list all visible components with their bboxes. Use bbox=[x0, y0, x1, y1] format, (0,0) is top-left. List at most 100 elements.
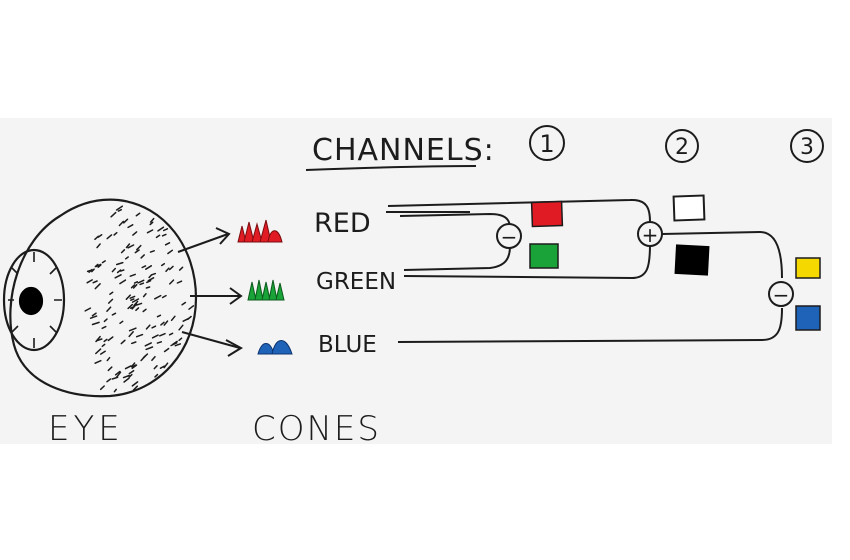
retina-tick bbox=[91, 268, 95, 273]
retina-tick bbox=[168, 332, 174, 336]
retina-tick bbox=[111, 312, 117, 316]
retina-tick bbox=[120, 249, 126, 254]
retina-tick bbox=[167, 249, 174, 255]
swatch-yellow bbox=[795, 257, 821, 279]
retina-tick bbox=[131, 381, 139, 387]
retina-tick bbox=[135, 307, 140, 312]
retina-tick bbox=[133, 300, 139, 307]
retina-tick bbox=[146, 279, 152, 284]
retina-tick bbox=[145, 265, 153, 270]
retina-tick bbox=[149, 250, 155, 253]
retina-tick bbox=[128, 327, 137, 332]
retina-tick bbox=[130, 362, 136, 368]
svg-text:3: 3 bbox=[800, 135, 814, 160]
channel-number-3: 3 bbox=[790, 129, 824, 163]
svg-text:1: 1 bbox=[539, 130, 554, 158]
retina-tick bbox=[132, 231, 138, 236]
arrow-icon bbox=[177, 227, 244, 357]
retina-tick bbox=[159, 332, 166, 337]
retina-tick bbox=[188, 305, 195, 310]
retina-tick bbox=[101, 343, 106, 348]
retina-tick bbox=[178, 324, 184, 331]
retina-tick bbox=[145, 324, 151, 330]
retina-tick bbox=[89, 315, 98, 319]
retina-tick bbox=[125, 294, 131, 300]
retina-tick bbox=[135, 212, 141, 217]
retina-tick bbox=[139, 282, 145, 286]
label-cones: CONES bbox=[252, 409, 381, 449]
retina-tick bbox=[95, 263, 102, 268]
retina-tick bbox=[142, 293, 147, 298]
retina-tick bbox=[128, 369, 135, 375]
retina-tick bbox=[95, 348, 102, 355]
retina-tick bbox=[160, 262, 166, 267]
label-green: GREEN bbox=[316, 269, 396, 295]
retina-tick bbox=[150, 272, 157, 276]
retina-tick bbox=[147, 277, 155, 282]
retina-tick bbox=[106, 234, 113, 240]
retina-tick bbox=[124, 256, 129, 260]
retina-tick bbox=[111, 267, 117, 273]
retina-tick bbox=[131, 298, 140, 303]
retina-tick bbox=[127, 303, 134, 310]
retina-tick bbox=[119, 320, 124, 325]
retina-tick bbox=[127, 224, 134, 229]
retina-tick bbox=[144, 342, 152, 347]
retina-tick bbox=[115, 205, 124, 211]
retina-tick bbox=[99, 385, 105, 391]
svg-text:2: 2 bbox=[675, 135, 689, 160]
retina-tick bbox=[168, 265, 174, 271]
retina-tick bbox=[131, 303, 138, 310]
retina-tick bbox=[141, 265, 147, 269]
retina-tick bbox=[132, 283, 138, 289]
retina-tick bbox=[122, 374, 130, 379]
retina-tick bbox=[129, 306, 135, 309]
channel-number-2: 2 bbox=[665, 129, 699, 163]
retina-tick bbox=[130, 284, 136, 289]
retina-tick bbox=[134, 249, 140, 254]
retina-tick bbox=[111, 376, 119, 380]
retina-tick bbox=[91, 312, 97, 317]
retina-tick bbox=[124, 365, 132, 370]
retina-tick bbox=[116, 269, 122, 274]
retina-tick bbox=[106, 378, 112, 383]
retina-tick bbox=[94, 283, 101, 290]
svg-text:−: − bbox=[773, 283, 790, 307]
label-blue: BLUE bbox=[318, 332, 377, 358]
retina-tick bbox=[94, 359, 102, 364]
retina-tick bbox=[132, 385, 139, 391]
retina-tick bbox=[114, 370, 121, 376]
retina-tick bbox=[107, 336, 114, 342]
retina-tick bbox=[137, 279, 145, 284]
retina-tick bbox=[162, 228, 169, 232]
retina-tick bbox=[187, 315, 192, 321]
retina-tick bbox=[130, 298, 135, 301]
retina-tick bbox=[107, 298, 114, 304]
label-eye: EYE bbox=[48, 409, 124, 449]
retina-tick bbox=[129, 295, 136, 299]
channels-heading: CHANNELS: bbox=[312, 133, 495, 168]
red-cones-icon bbox=[237, 219, 283, 243]
retina-tick bbox=[176, 280, 183, 284]
retina-tick bbox=[130, 341, 137, 345]
retina-tick bbox=[94, 235, 100, 241]
retina-tick bbox=[163, 320, 169, 326]
svg-text:+: + bbox=[642, 223, 659, 247]
retina-tick bbox=[101, 260, 106, 264]
retina-tick bbox=[127, 244, 135, 249]
retina-tick bbox=[163, 347, 170, 353]
retina-tick bbox=[92, 280, 98, 284]
retina-tick bbox=[129, 273, 136, 277]
swatch-green bbox=[529, 243, 559, 269]
channels-heading-underline bbox=[305, 165, 477, 171]
retina-tick bbox=[133, 281, 139, 284]
operator-channel-3: − bbox=[768, 281, 794, 307]
retina-tick bbox=[178, 337, 183, 342]
retina-tick bbox=[163, 362, 169, 369]
retina-tick bbox=[119, 269, 125, 272]
retina-tick bbox=[160, 321, 165, 326]
retina-tick bbox=[99, 350, 106, 355]
retina-tick bbox=[154, 373, 159, 378]
retina-tick bbox=[117, 208, 123, 212]
